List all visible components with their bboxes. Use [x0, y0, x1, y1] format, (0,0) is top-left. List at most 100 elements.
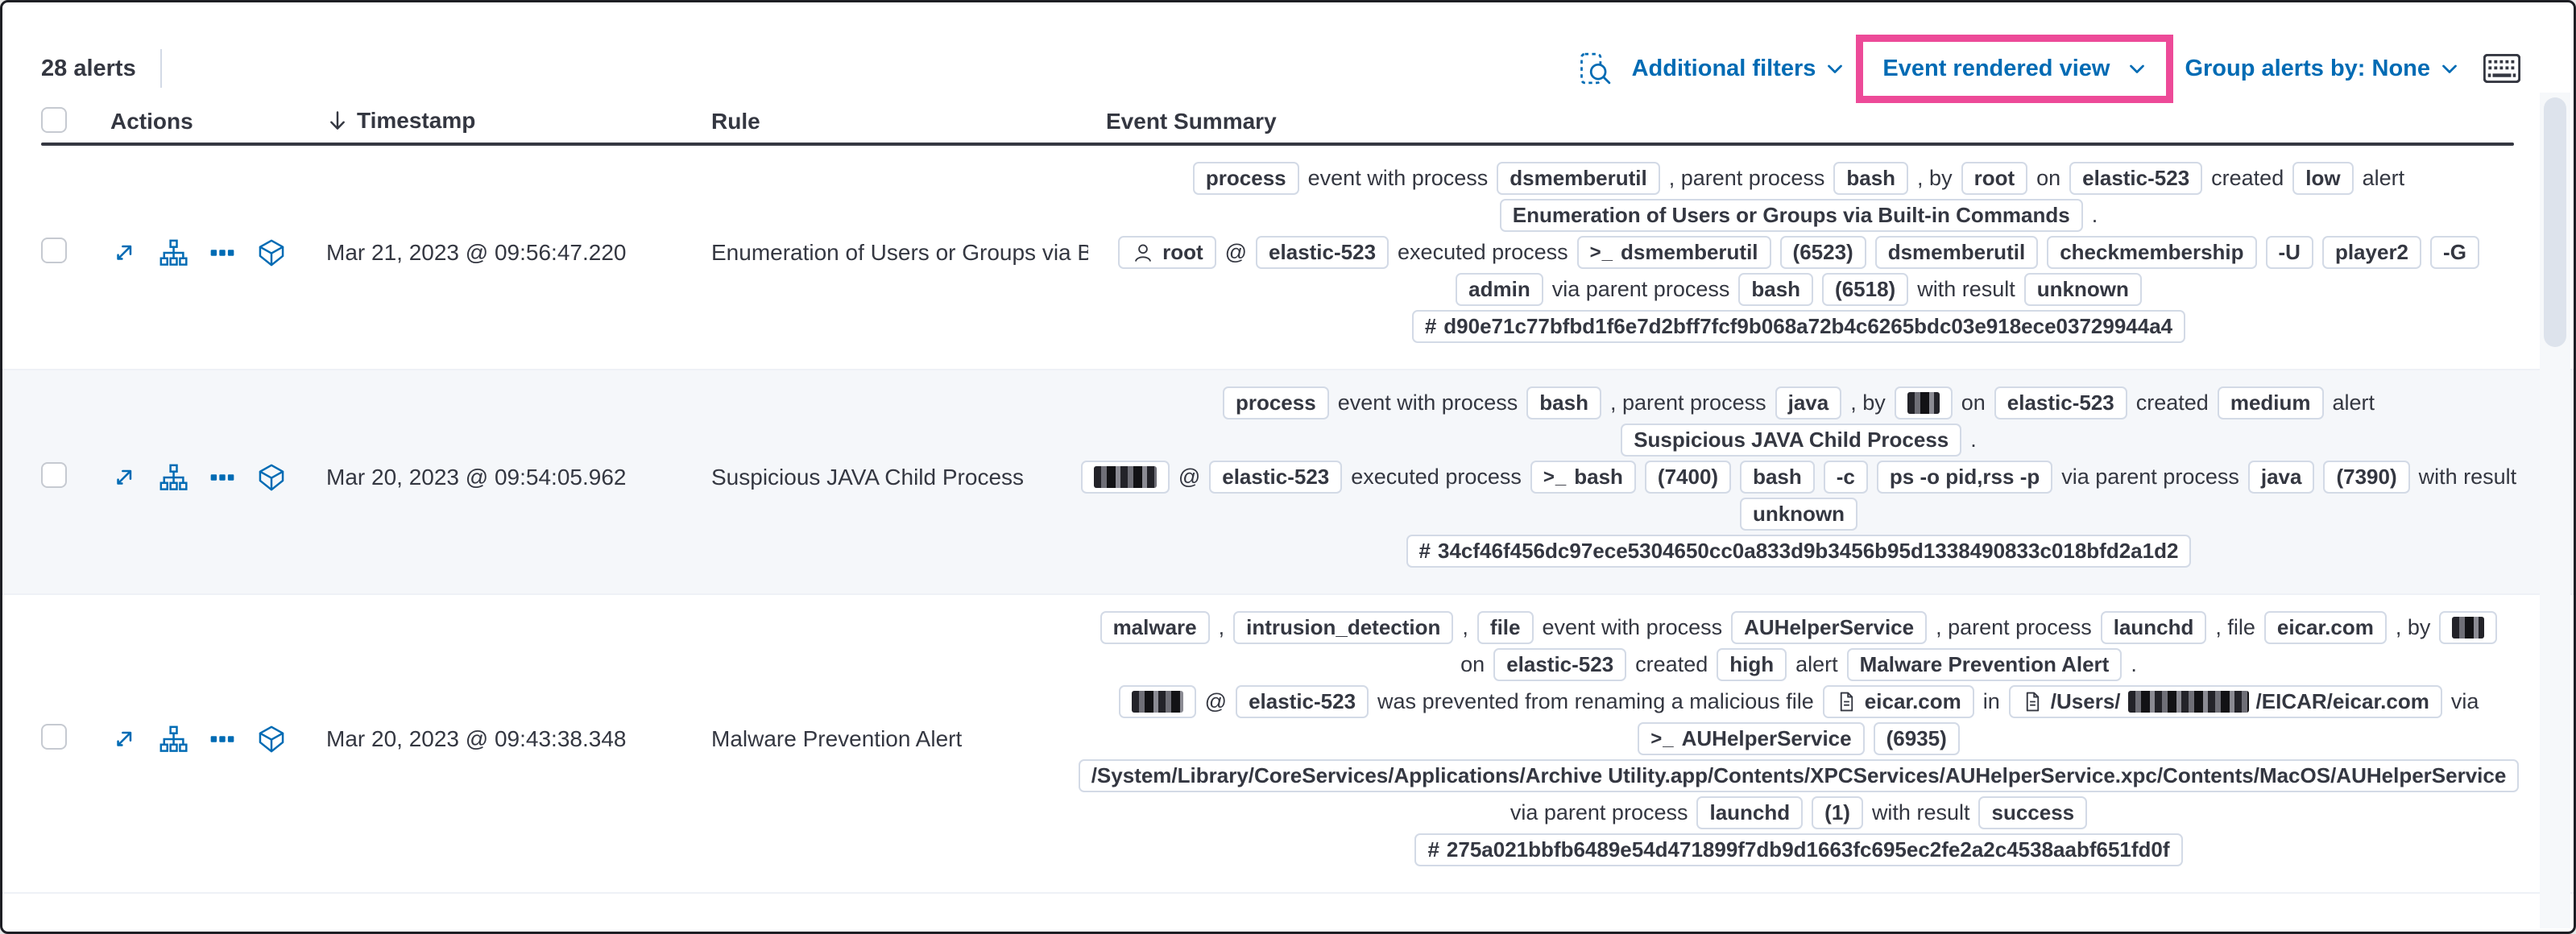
- select-all-checkbox[interactable]: [41, 106, 67, 133]
- session-view-icon[interactable]: [257, 463, 286, 492]
- summary-badge[interactable]: unknown: [2023, 273, 2142, 306]
- summary-badge[interactable]: checkmembership: [2047, 236, 2257, 269]
- column-header-timestamp[interactable]: Timestamp: [326, 108, 475, 134]
- summary-badge[interactable]: malware: [1100, 611, 1210, 644]
- row-checkbox[interactable]: [41, 724, 67, 750]
- summary-badge[interactable]: success: [1978, 796, 2088, 829]
- summary-badge[interactable]: /Users//EICAR/eicar.com: [2008, 685, 2442, 718]
- badge-text: (7390): [2336, 465, 2397, 489]
- summary-badge[interactable]: [1118, 685, 1196, 718]
- row-checkbox[interactable]: [41, 462, 67, 488]
- session-view-icon[interactable]: [257, 238, 286, 267]
- summary-badge[interactable]: elastic-523: [1994, 386, 2127, 419]
- summary-badge[interactable]: launchd: [2100, 611, 2207, 644]
- summary-text: event with process: [1307, 166, 1489, 190]
- alerts-toolbar: 28 alerts Additional filters Event rende…: [41, 31, 2520, 105]
- summary-badge[interactable]: >_AUHelperService: [1638, 722, 1865, 755]
- row-rule-cell: Malware Prevention Alert: [711, 726, 1088, 752]
- summary-badge[interactable]: Enumeration of Users or Groups via Built…: [1499, 199, 2083, 232]
- summary-badge[interactable]: java: [2247, 461, 2315, 494]
- summary-badge[interactable]: eicar.com: [1822, 685, 1974, 718]
- summary-badge[interactable]: ps -o pid,rss -p: [1876, 461, 2053, 494]
- additional-filters-dropdown[interactable]: Additional filters: [1632, 56, 1845, 82]
- summary-text: .: [2091, 203, 2098, 227]
- more-actions-icon[interactable]: [209, 464, 236, 491]
- row-checkbox[interactable]: [41, 238, 67, 263]
- scrollbar-track[interactable]: [2540, 93, 2570, 928]
- summary-badge[interactable]: medium: [2217, 386, 2324, 419]
- summary-badge[interactable]: >_bash: [1530, 461, 1636, 494]
- summary-badge[interactable]: dsmemberutil: [1874, 236, 2039, 269]
- summary-badge[interactable]: -c: [1823, 461, 1868, 494]
- summary-badge[interactable]: [2439, 611, 2498, 644]
- summary-badge[interactable]: bash: [1526, 386, 1601, 419]
- summary-badge[interactable]: launchd: [1696, 796, 1804, 829]
- summary-badge[interactable]: process: [1192, 162, 1299, 195]
- summary-badge[interactable]: -G: [2430, 236, 2479, 269]
- summary-badge[interactable]: #d90e71c77bfbd1f6e7d2bff7fcf9b068a72b4c6…: [1411, 310, 2186, 343]
- summary-badge[interactable]: intrusion_detection: [1233, 611, 1454, 644]
- summary-badge[interactable]: elastic-523: [1256, 236, 1389, 269]
- expand-alert-icon[interactable]: [110, 725, 138, 753]
- analyze-event-icon[interactable]: [159, 238, 188, 267]
- summary-badge[interactable]: (6518): [1822, 273, 1909, 306]
- summary-badge[interactable]: admin: [1456, 273, 1543, 306]
- scrollbar-thumb[interactable]: [2544, 97, 2566, 347]
- expand-alert-icon[interactable]: [110, 239, 138, 267]
- summary-badge[interactable]: bash: [1738, 273, 1814, 306]
- keyboard-shortcuts-icon[interactable]: [2483, 54, 2520, 83]
- summary-badge[interactable]: (6935): [1873, 722, 1960, 755]
- more-actions-icon[interactable]: [209, 725, 236, 753]
- summary-badge[interactable]: elastic-523: [1209, 461, 1343, 494]
- summary-badge[interactable]: /System/Library/CoreServices/Application…: [1078, 759, 2520, 792]
- event-summary-line: Suspicious JAVA Child Process.: [1088, 423, 2509, 457]
- summary-badge[interactable]: dsmemberutil: [1497, 162, 1660, 195]
- row-actions: [110, 463, 326, 492]
- summary-text: , file: [2215, 615, 2255, 639]
- group-alerts-by-dropdown[interactable]: Group alerts by: None: [2185, 56, 2459, 82]
- summary-badge[interactable]: high: [1717, 648, 1787, 681]
- analyze-event-icon[interactable]: [159, 725, 188, 754]
- summary-badge[interactable]: >_dsmemberutil: [1576, 236, 1771, 269]
- badge-text: bash: [1574, 465, 1623, 489]
- session-view-icon[interactable]: [257, 725, 286, 754]
- summary-badge[interactable]: unknown: [1739, 498, 1858, 531]
- summary-badge[interactable]: (6523): [1779, 236, 1866, 269]
- summary-badge[interactable]: (7390): [2323, 461, 2410, 494]
- rule-name-link[interactable]: Enumeration of Users or Groups via Bui: [711, 239, 1088, 265]
- summary-badge[interactable]: Malware Prevention Alert: [1846, 648, 2123, 681]
- event-rendered-view-dropdown[interactable]: Event rendered view: [1882, 56, 2147, 82]
- summary-badge[interactable]: Suspicious JAVA Child Process: [1621, 424, 1962, 457]
- inspect-icon[interactable]: [1577, 51, 1613, 86]
- summary-badge[interactable]: #275a021bbfb6489e54d471899f7db9d1663fc69…: [1414, 833, 2183, 866]
- summary-badge[interactable]: elastic-523: [2069, 162, 2203, 195]
- summary-badge[interactable]: [1080, 461, 1170, 494]
- summary-badge[interactable]: AUHelperService: [1731, 611, 1928, 644]
- rule-name-link[interactable]: Suspicious JAVA Child Process: [711, 464, 1025, 490]
- summary-badge[interactable]: low: [2292, 162, 2354, 195]
- summary-badge[interactable]: root: [1118, 236, 1216, 269]
- badge-text: (7400): [1657, 465, 1719, 489]
- summary-badge[interactable]: (7400): [1644, 461, 1732, 494]
- summary-badge[interactable]: eicar.com: [2263, 611, 2387, 644]
- summary-badge[interactable]: bash: [1740, 461, 1815, 494]
- badge-text: elastic-523: [2007, 391, 2114, 415]
- badge-text: Suspicious JAVA Child Process: [1634, 428, 1949, 452]
- expand-alert-icon[interactable]: [110, 464, 138, 491]
- summary-badge[interactable]: elastic-523: [1236, 685, 1369, 718]
- more-actions-icon[interactable]: [209, 239, 236, 267]
- summary-badge[interactable]: -U: [2265, 236, 2313, 269]
- summary-badge[interactable]: (1): [1812, 796, 1863, 829]
- summary-badge[interactable]: elastic-523: [1493, 648, 1627, 681]
- summary-badge[interactable]: player2: [2321, 236, 2422, 269]
- summary-badge[interactable]: [1894, 386, 1953, 419]
- summary-badge[interactable]: root: [1961, 162, 2028, 195]
- hash-icon: #: [1424, 314, 1437, 338]
- summary-badge[interactable]: file: [1476, 611, 1534, 644]
- summary-badge[interactable]: #34cf46f456dc97ece5304650cc0a833d9b3456b…: [1406, 535, 2192, 568]
- analyze-event-icon[interactable]: [159, 463, 188, 492]
- summary-badge[interactable]: bash: [1833, 162, 1909, 195]
- summary-badge[interactable]: java: [1775, 386, 1842, 419]
- rule-name-link[interactable]: Malware Prevention Alert: [711, 725, 963, 751]
- summary-badge[interactable]: process: [1222, 386, 1329, 419]
